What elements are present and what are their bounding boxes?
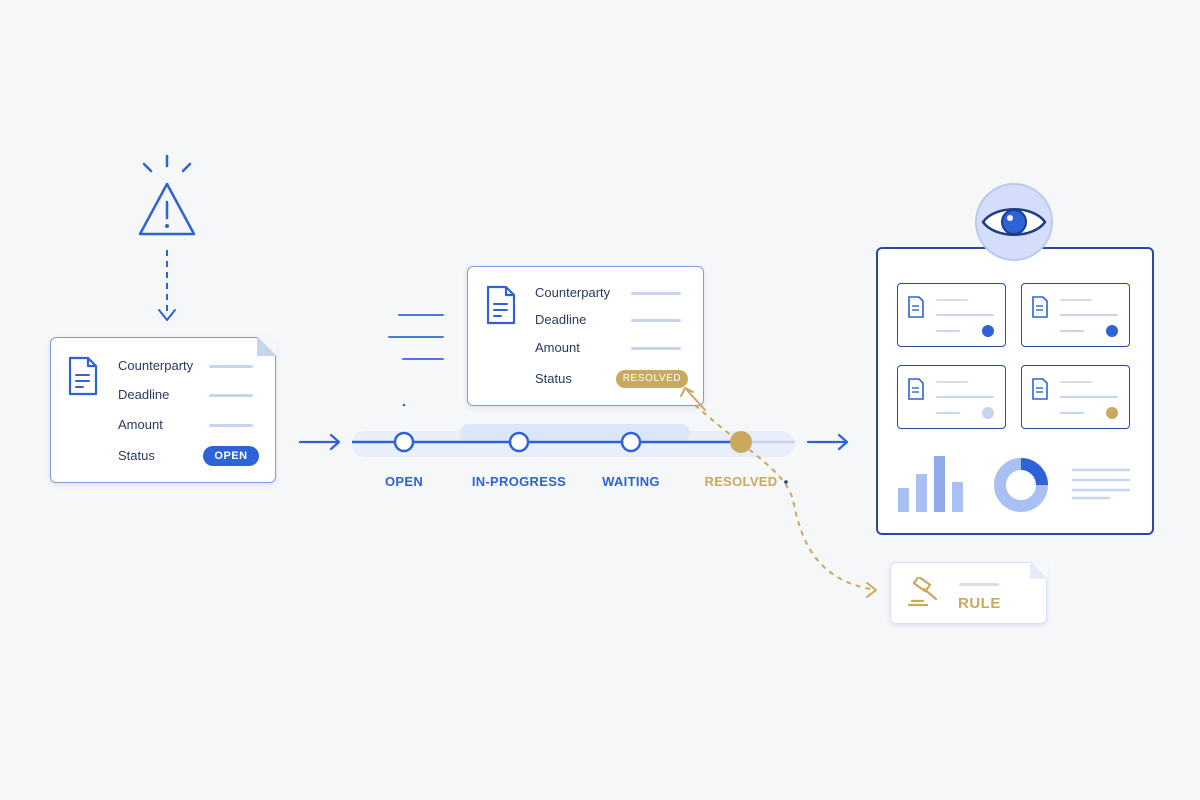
mini-line [1060, 314, 1118, 316]
mini-line [936, 396, 994, 398]
field-label-status: Status [118, 448, 155, 463]
stage-label-resolved: RESOLVED [704, 474, 778, 489]
field-value-line [209, 365, 253, 368]
mini-line [936, 381, 968, 383]
document-icon [908, 378, 924, 400]
status-dot [1106, 325, 1118, 337]
motion-lines [388, 314, 444, 407]
page-fold-icon [257, 336, 277, 356]
mini-line [1060, 330, 1084, 332]
mini-line [1060, 396, 1118, 398]
gavel-icon [907, 577, 938, 607]
alert-icon [138, 154, 196, 321]
stage-label-waiting: WAITING [602, 474, 660, 489]
eye-icon [975, 183, 1053, 261]
bar-chart-icon [898, 456, 963, 512]
dot-marker [784, 480, 788, 484]
field-label-status: Status [535, 371, 572, 386]
field-label-amount: Amount [118, 417, 163, 432]
rule-label: RULE [958, 595, 1001, 612]
status-badge-open: OPEN [203, 446, 259, 466]
stage-node-open [393, 431, 415, 453]
stage-label-in-progress: IN-PROGRESS [471, 474, 567, 489]
rule-card[interactable]: RULE [890, 561, 1048, 624]
mini-ticket-card[interactable] [897, 283, 1006, 347]
field-value-line [209, 394, 253, 397]
stage-node-resolved [730, 431, 752, 453]
rule-connector [680, 387, 877, 598]
ticket-card-open[interactable]: Counterparty Deadline Amount Status OPEN [50, 336, 277, 483]
field-label-deadline: Deadline [535, 312, 587, 327]
mini-ticket-card[interactable] [897, 365, 1006, 429]
mini-line [936, 330, 960, 332]
status-dot [982, 325, 994, 337]
donut-chart-icon [994, 458, 1048, 512]
page-fold-icon [1030, 561, 1048, 579]
ticket-card-resolved[interactable]: Counterparty Deadline Amount Status RESO… [467, 266, 704, 406]
mini-line [1060, 381, 1092, 383]
field-value-line [631, 347, 681, 350]
field-value-line [631, 292, 681, 295]
document-icon [1032, 296, 1048, 318]
mini-line [1060, 299, 1092, 301]
mini-line [936, 314, 994, 316]
field-label-amount: Amount [535, 340, 580, 355]
mini-ticket-card[interactable] [1021, 283, 1130, 347]
field-label-counterparty: Counterparty [118, 358, 194, 373]
document-icon [68, 356, 98, 396]
stage-node-waiting [620, 431, 642, 453]
status-dot [982, 407, 994, 419]
status-dot [1106, 407, 1118, 419]
stage-node-in-progress [508, 431, 530, 453]
document-icon [1032, 378, 1048, 400]
field-value-line [631, 319, 681, 322]
legend-lines [1072, 468, 1130, 500]
field-label-deadline: Deadline [118, 387, 170, 402]
mini-ticket-card[interactable] [1021, 365, 1130, 429]
stage-label-open: OPEN [384, 474, 424, 489]
mini-line [936, 299, 968, 301]
field-label-counterparty: Counterparty [535, 285, 611, 300]
document-icon [486, 285, 516, 325]
mini-line [936, 412, 960, 414]
field-value-line [209, 424, 253, 427]
status-timeline [298, 424, 849, 457]
rule-line [959, 583, 999, 586]
status-badge-resolved: RESOLVED [616, 370, 688, 388]
mini-line [1060, 412, 1084, 414]
document-icon [908, 296, 924, 318]
